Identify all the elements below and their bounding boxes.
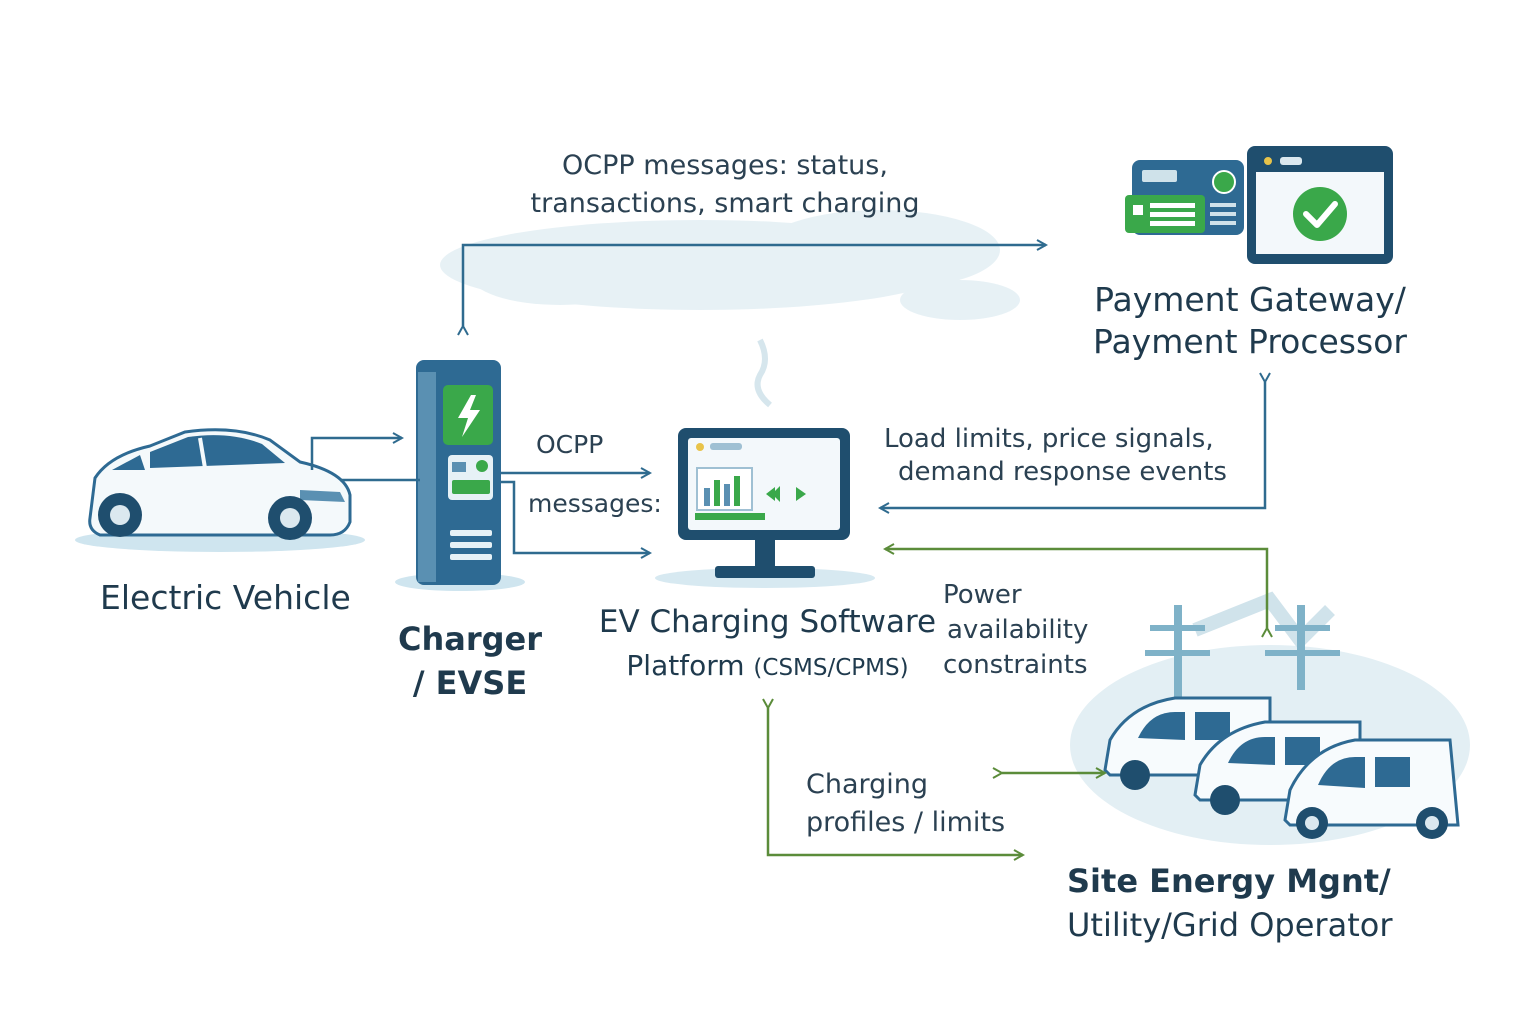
edge-label-load: Load limits, price signals, demand respo… [884, 424, 1227, 488]
edge-label-line: Charging [806, 769, 929, 800]
node-payment-line2: Payment Processor [1093, 321, 1407, 361]
edge-label-power: Power availability constraints [943, 578, 1088, 683]
edge-label-profiles: Charging profiles / limits [806, 766, 1005, 842]
node-platform-suffix: (CSMS/CPMS) [753, 655, 909, 682]
payment-card-icon [1125, 160, 1244, 235]
edge-ev-to-charger [310, 438, 420, 482]
edge-label-line: Power [943, 580, 1022, 610]
van-fleet-icon [1103, 696, 1460, 839]
charger-icon [395, 360, 525, 591]
node-site-label: Site Energy Mgnt/ Utility/Grid Operator [1067, 862, 1392, 945]
node-platform-line2-wrap: Platform (CSMS/CPMS) [585, 649, 950, 683]
edge-label-line: demand response events [898, 457, 1227, 488]
edge-label-line: profiles / limits [806, 807, 1006, 838]
edge-profiles [768, 708, 1105, 855]
node-platform-line2: Platform [626, 649, 745, 683]
node-platform-label: EV Charging Software Platform (CSMS/CPMS… [585, 604, 950, 683]
node-charger-line2: / EVSE [412, 664, 528, 703]
edge-label-line: availability [947, 615, 1089, 645]
edge-label-ocpp-a: OCPP [536, 430, 604, 459]
node-charger-label: Charger / EVSE [385, 620, 555, 703]
edge-label-line: constraints [943, 650, 1088, 680]
monitor-icon [655, 428, 875, 588]
edge-charger-to-platform [501, 473, 650, 553]
car-icon [75, 428, 365, 552]
node-payment-line1: Payment Gateway/ [1094, 280, 1406, 319]
node-site-line2: Utility/Grid Operator [1067, 906, 1393, 945]
edge-site-to-platform [885, 549, 1267, 628]
edge-label-line: Load limits, price signals, [884, 424, 1214, 454]
node-payment-label: Payment Gateway/ Payment Processor [1080, 280, 1420, 361]
edge-payment-to-platform [880, 382, 1265, 508]
node-charger-line1: Charger [397, 620, 543, 658]
node-platform-line1: EV Charging Software [598, 604, 937, 640]
edge-label-ocpp-top: OCPP messages: status, transactions, sma… [520, 150, 930, 221]
edge-ocpp-top [463, 245, 1046, 326]
edge-label-line: transactions, smart charging [530, 188, 920, 220]
node-site-line1: Site Energy Mgnt/ [1067, 862, 1391, 900]
laptop-check-icon [1247, 146, 1393, 264]
node-ev-label: Electric Vehicle [100, 578, 351, 617]
cloud-decoration [440, 210, 1020, 408]
edge-label-ocpp-b: messages: [528, 489, 662, 518]
edge-label-line: OCPP messages: status, [562, 150, 888, 181]
